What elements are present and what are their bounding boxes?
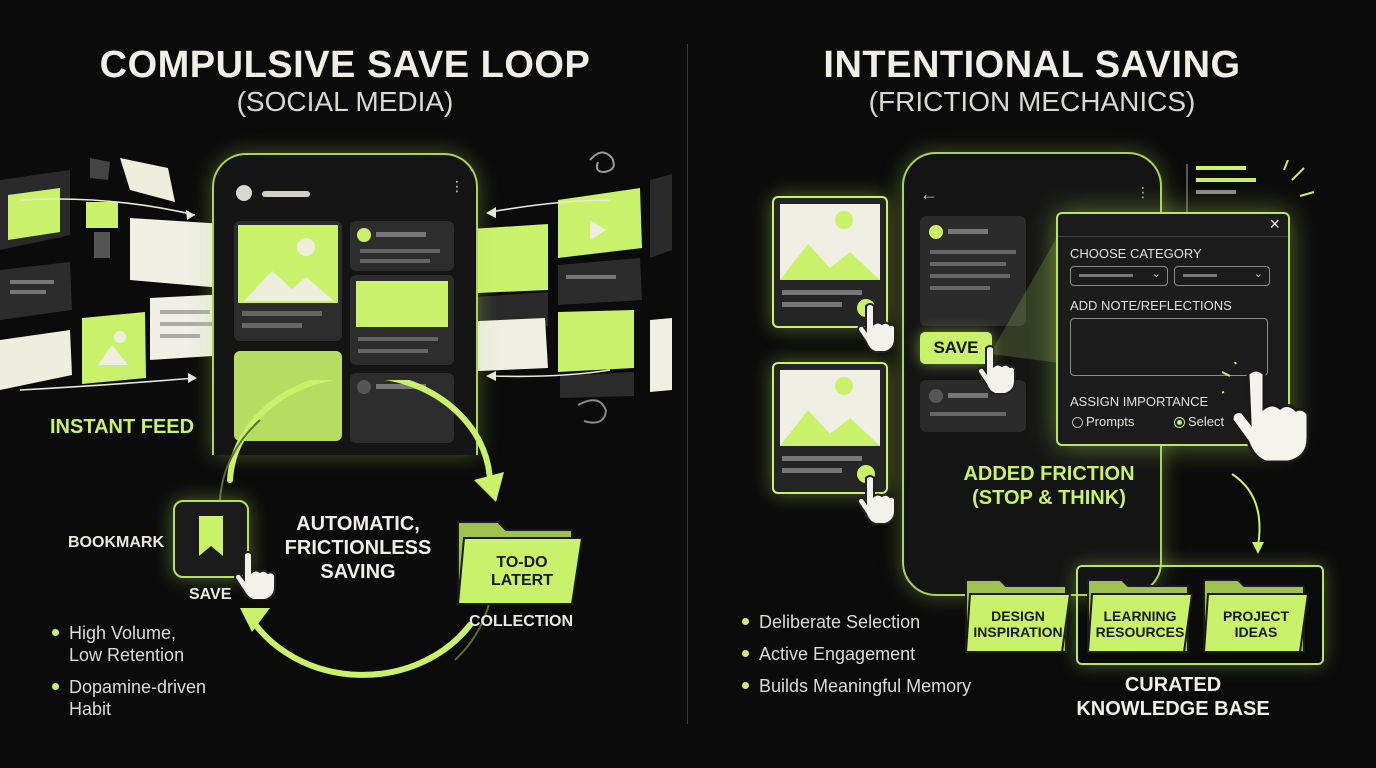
choose-category-label: CHOOSE CATEGORY <box>1070 246 1202 261</box>
left-flying-cards <box>0 158 228 390</box>
folder-design-line-2: INSPIRATION <box>973 624 1063 640</box>
category-select-1[interactable]: ⌄ <box>1070 266 1168 286</box>
note-textarea[interactable] <box>1070 318 1268 376</box>
folder-learning-label: LEARNING RESOURCES <box>1092 608 1188 640</box>
folder-learning-line-1: LEARNING <box>1103 608 1177 624</box>
right-bullet-3: Builds Meaningful Memory <box>742 676 971 697</box>
right-bullet-text-1: Deliberate Selection <box>759 612 921 632</box>
bookmark-icon <box>199 516 223 556</box>
folder-icon[interactable] <box>1200 574 1312 656</box>
curved-arrow-icon <box>1231 473 1264 554</box>
right-bullet-text-2: Active Engagement <box>759 644 916 664</box>
right-flying-cards <box>455 174 672 398</box>
friction-line-2: (STOP & THINK) <box>972 487 1126 509</box>
image-card-2[interactable] <box>772 362 888 494</box>
bullet-dot <box>52 628 59 636</box>
bullet-dot <box>742 649 749 657</box>
hand-cursor-icon <box>856 303 896 353</box>
folder-project-line-1: PROJECT <box>1222 608 1290 624</box>
folder-project-line-2: IDEAS <box>1234 624 1278 640</box>
radio-select[interactable] <box>1174 417 1185 428</box>
bullet-text-2b: Habit <box>69 699 112 719</box>
header-bar <box>262 191 310 197</box>
todo-folder-label: TO-DO LATERT <box>474 554 570 590</box>
curated-label: CURATED KNOWLEDGE BASE <box>1060 673 1286 721</box>
hand-cursor-icon <box>856 475 896 525</box>
right-bullet-2: Active Engagement <box>742 644 915 665</box>
right-subtitle: (FRICTION MECHANICS) <box>868 86 1196 117</box>
left-phone: ⋮ <box>212 153 478 455</box>
folder-design-label: DESIGN INSPIRATION <box>970 608 1066 640</box>
feed-post-image[interactable] <box>234 221 342 341</box>
save-loop-arrows <box>219 380 504 678</box>
category-select-2[interactable]: ⌄ <box>1174 266 1270 286</box>
radio-select-label: Select <box>1188 414 1225 429</box>
pointer-hand-icon <box>233 551 276 600</box>
hand-cursor-icon <box>976 345 1016 395</box>
collection-label: COLLECTION <box>469 613 573 630</box>
chevron-down-icon: ⌄ <box>1253 268 1263 280</box>
more-icon[interactable]: ⋮ <box>450 178 464 194</box>
panel-divider <box>687 44 688 724</box>
bullet-dot <box>52 682 59 690</box>
social-feed-illustration <box>0 151 672 424</box>
avatar <box>236 185 252 201</box>
todo-line-1: TO-DO <box>496 554 548 571</box>
bullet-text-1a: High Volume, <box>69 623 177 643</box>
left-title: COMPULSIVE SAVE LOOP <box>99 44 591 86</box>
left-bullet-1: High Volume, Low Retention <box>52 622 184 666</box>
feed-post-highlight[interactable] <box>350 275 454 365</box>
chevron-down-icon: ⌄ <box>1151 268 1161 280</box>
feed-post-bottom[interactable] <box>350 373 454 443</box>
popup-beam <box>990 218 1068 364</box>
curated-frame <box>1076 565 1324 665</box>
todo-line-2: LATERT <box>491 572 553 589</box>
right-bullet-text-3: Builds Meaningful Memory <box>759 676 972 696</box>
add-note-label: ADD NOTE/REFLECTIONS <box>1070 298 1232 313</box>
left-bullet-2: Dopamine-driven Habit <box>52 676 206 720</box>
folder-design-line-1: DESIGN <box>991 608 1045 624</box>
right-title: INTENTIONAL SAVING <box>823 44 1241 86</box>
bullet-text-1b: Low Retention <box>69 645 185 665</box>
close-icon[interactable]: × <box>1269 214 1280 234</box>
bookmark-save-button[interactable] <box>173 500 249 578</box>
post-card-1[interactable] <box>920 216 1026 326</box>
left-subtitle: (SOCIAL MEDIA) <box>236 86 454 117</box>
automatic-line-2: FRICTIONLESS <box>284 537 432 559</box>
phone-save-button[interactable]: SAVE <box>920 332 992 364</box>
radio-prompts-label: Prompts <box>1086 414 1135 429</box>
folder-project-label: PROJECT IDEAS <box>1208 608 1304 640</box>
feed-post-text[interactable] <box>350 221 454 271</box>
automatic-line-1: AUTOMATIC, <box>296 513 420 535</box>
folder-icon[interactable] <box>454 512 586 608</box>
friction-line-1: ADDED FRICTION <box>963 463 1135 485</box>
large-hand-cursor-icon <box>1222 362 1310 462</box>
instant-feed-label: INSTANT FEED <box>50 416 195 438</box>
bullet-dot <box>742 617 749 625</box>
folder-learning-line-2: RESOURCES <box>1095 624 1185 640</box>
curated-line-1: CURATED <box>1124 674 1222 696</box>
assign-importance-label: ASSIGN IMPORTANCE <box>1070 394 1209 409</box>
curated-line-2: KNOWLEDGE BASE <box>1076 698 1270 720</box>
folder-icon[interactable] <box>1084 574 1196 656</box>
radio-prompts[interactable] <box>1072 417 1083 428</box>
bullet-text-2a: Dopamine-driven <box>69 677 207 697</box>
save-label: SAVE <box>189 586 232 603</box>
added-friction-label: ADDED FRICTION (STOP & THINK) <box>946 462 1152 510</box>
automatic-line-3: SAVING <box>320 561 396 583</box>
folder-icon[interactable] <box>962 574 1074 656</box>
back-arrow-icon[interactable]: ← <box>920 184 938 204</box>
decor-lines <box>1186 160 1315 224</box>
automatic-saving-label: AUTOMATIC, FRICTIONLESS SAVING <box>270 512 446 584</box>
right-bullet-1: Deliberate Selection <box>742 612 920 633</box>
more-icon[interactable]: ⋮ <box>1136 184 1150 200</box>
bullet-dot <box>742 681 749 689</box>
bookmark-label: BOOKMARK <box>68 534 164 551</box>
